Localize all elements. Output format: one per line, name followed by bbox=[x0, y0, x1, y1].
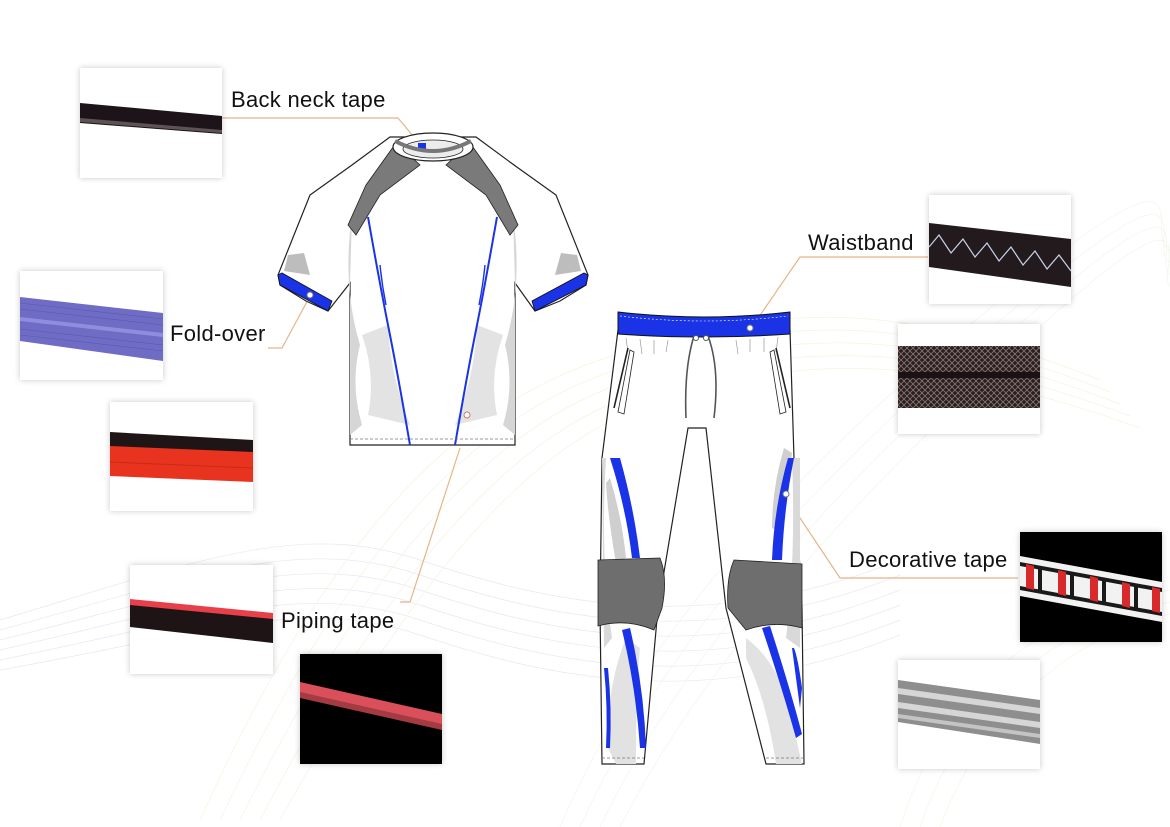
decorative-tape-swatch bbox=[1020, 532, 1162, 642]
fold-over-label: Fold-over bbox=[170, 321, 266, 346]
back-neck-tape-label: Back neck tape bbox=[231, 87, 386, 112]
grey-stripe-tape-swatch bbox=[898, 660, 1040, 769]
piping-tape-swatch bbox=[130, 565, 273, 674]
waistband-label: Waistband bbox=[808, 230, 914, 255]
piping-tape-label: Piping tape bbox=[281, 608, 395, 633]
waistband-swatch bbox=[929, 195, 1071, 304]
pants-flat-sketch bbox=[597, 311, 805, 765]
piping-tape-closeup-swatch bbox=[300, 654, 442, 764]
decorative-tape-label: Decorative tape bbox=[849, 547, 1008, 572]
red-tape-swatch bbox=[110, 402, 253, 511]
mesh-tape-swatch bbox=[898, 324, 1040, 434]
fold-over-swatch bbox=[20, 271, 163, 380]
back-neck-tape-swatch bbox=[80, 68, 222, 178]
tshirt-flat-sketch bbox=[277, 132, 589, 446]
